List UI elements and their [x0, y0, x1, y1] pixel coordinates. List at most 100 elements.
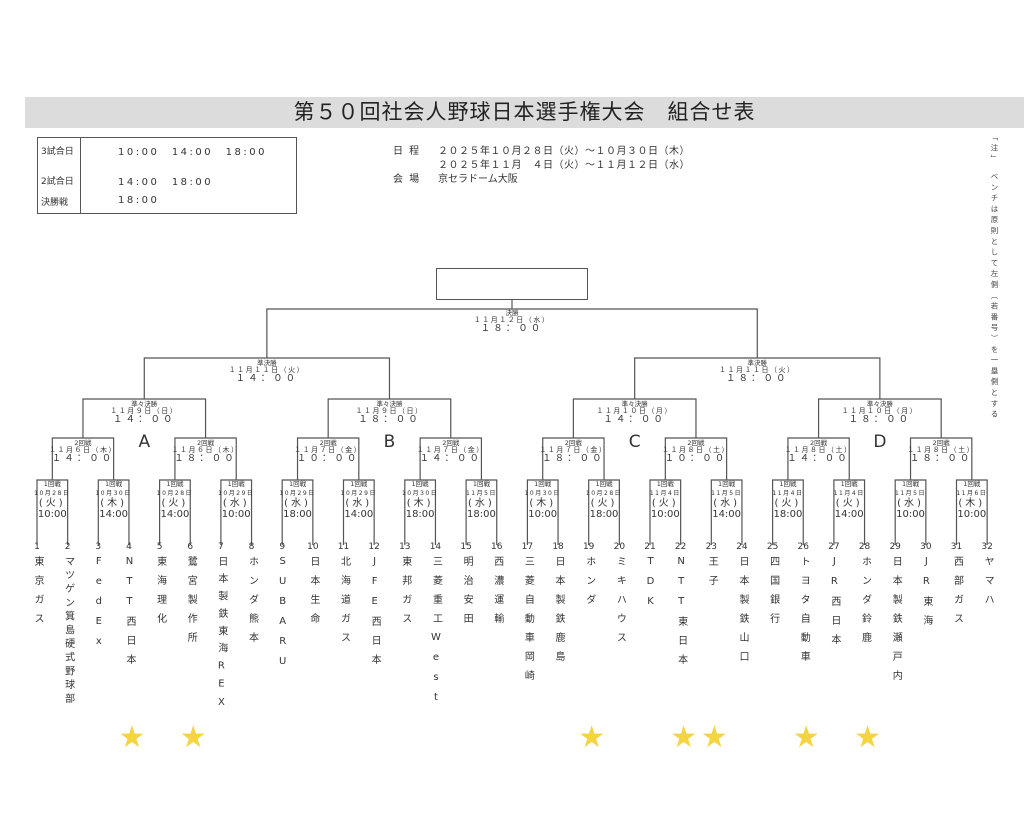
- team-name: NTT西日本: [123, 556, 135, 673]
- team-name: ホンダ熊本: [246, 556, 258, 651]
- match-weekday: (火): [835, 498, 863, 510]
- team-number: 18: [552, 542, 564, 552]
- match-round: 1回戦: [840, 480, 858, 488]
- team-name: FedEx: [93, 556, 105, 656]
- star-icon: ★: [118, 720, 146, 755]
- schedule-times: 18:00: [118, 195, 160, 206]
- match-round: 準々決勝: [866, 400, 893, 408]
- match-time: １０：００: [664, 453, 728, 465]
- match-time: １８：００: [358, 414, 421, 426]
- match-round: 準々決勝: [376, 400, 403, 408]
- match-round: 1回戦: [534, 480, 552, 488]
- match-date: 10月28日: [585, 489, 623, 497]
- match-date: 10月30日: [524, 489, 561, 497]
- team-number: 14: [429, 542, 442, 552]
- schedule-label: 3試合日: [41, 147, 74, 157]
- match-round: 1回戦: [901, 480, 920, 488]
- match-round: 1回戦: [656, 480, 674, 488]
- team-number: 7: [218, 542, 224, 552]
- match-date: 11月5日: [711, 489, 743, 497]
- schedule-times: 10:00 14:00 18:00: [118, 147, 267, 158]
- team-number: 21: [644, 542, 656, 552]
- match-date: 10月29日: [279, 489, 316, 497]
- team-name: 東海理化: [154, 556, 166, 632]
- match-time: 18:00: [283, 508, 312, 520]
- match-time: 10:00: [37, 508, 67, 520]
- match-date: １１月９日（日）: [110, 406, 179, 415]
- match-round: 1回戦: [227, 480, 245, 488]
- match-time: 14:00: [344, 508, 374, 520]
- match-round: 準決勝: [747, 359, 768, 367]
- team-name: JR西日本: [828, 556, 840, 653]
- team-number: 4: [126, 542, 132, 552]
- team-number: 24: [736, 542, 748, 552]
- match-time: １４：００: [419, 453, 483, 465]
- match-time: １８：００: [542, 453, 605, 465]
- team-number: 1: [34, 542, 40, 552]
- match-round: 1回戦: [411, 480, 429, 488]
- match-round: 1回戦: [350, 480, 368, 488]
- team-number: 23: [705, 542, 718, 552]
- team-name: 東邦ガス: [399, 556, 411, 632]
- team-name: ミキハウス: [614, 556, 626, 651]
- match-time: 14:00: [99, 508, 129, 520]
- star-icon: ★: [792, 720, 820, 755]
- match-time: 18:00: [773, 508, 803, 520]
- team-name: 日本製鉄山口: [736, 556, 748, 670]
- team-number: 11: [337, 542, 350, 552]
- match-date: １１月９日（日）: [355, 406, 424, 415]
- match-round: 2回戦: [932, 439, 950, 447]
- team-number: 17: [521, 542, 534, 552]
- venue-label: 会 場: [393, 174, 421, 185]
- match-round: 2回戦: [564, 439, 582, 447]
- match-date: 11月4日: [649, 489, 681, 497]
- team-name: 日本製鉄鹿島: [553, 556, 565, 670]
- dates-line-2: ２０２５年１１月 ４日（火）～１１月１２日（水）: [438, 160, 690, 171]
- match-round: 決勝: [505, 309, 519, 317]
- match-date: １１月８日（土）: [784, 445, 853, 454]
- match-date: 11月4日: [833, 489, 865, 497]
- schedule-label: 決勝戦: [41, 198, 69, 208]
- match-round: 2回戦: [442, 439, 460, 447]
- team-number: 10: [307, 542, 319, 552]
- team-name: 北海道ガス: [338, 556, 350, 651]
- match-date: 10月28日: [156, 489, 194, 497]
- bench-note: 「注」 ベンチは原則として左側（若番号）を一塁側とする: [990, 133, 999, 421]
- match-time: 14:00: [834, 508, 864, 520]
- match-round: 準々決勝: [621, 400, 648, 408]
- team-name: 三菱自動車岡崎: [522, 556, 534, 689]
- team-number: 5: [156, 542, 163, 552]
- team-number: 2: [64, 542, 71, 552]
- match-round: 1回戦: [43, 480, 61, 488]
- match-round: 1回戦: [472, 480, 490, 488]
- match-time: 10:00: [650, 508, 680, 520]
- team-number: 3: [95, 542, 102, 552]
- match-date: 10月29日: [218, 489, 255, 497]
- match-time: 10:00: [957, 508, 987, 520]
- match-date: １１月６日（木）: [48, 445, 117, 454]
- team-name: 西濃運輸: [491, 556, 503, 632]
- team-name: 鷺宮製作所: [185, 556, 197, 651]
- team-number: 8: [248, 542, 255, 552]
- team-name: 三菱重工West: [430, 556, 442, 712]
- match-weekday: (火): [774, 498, 802, 510]
- team-name: マツゲン箕島硬式野球部: [62, 556, 74, 707]
- match-time: 10:00: [528, 508, 558, 520]
- match-time: １４：００: [235, 373, 299, 385]
- team-name: 日本製鉄東海REX: [215, 556, 227, 716]
